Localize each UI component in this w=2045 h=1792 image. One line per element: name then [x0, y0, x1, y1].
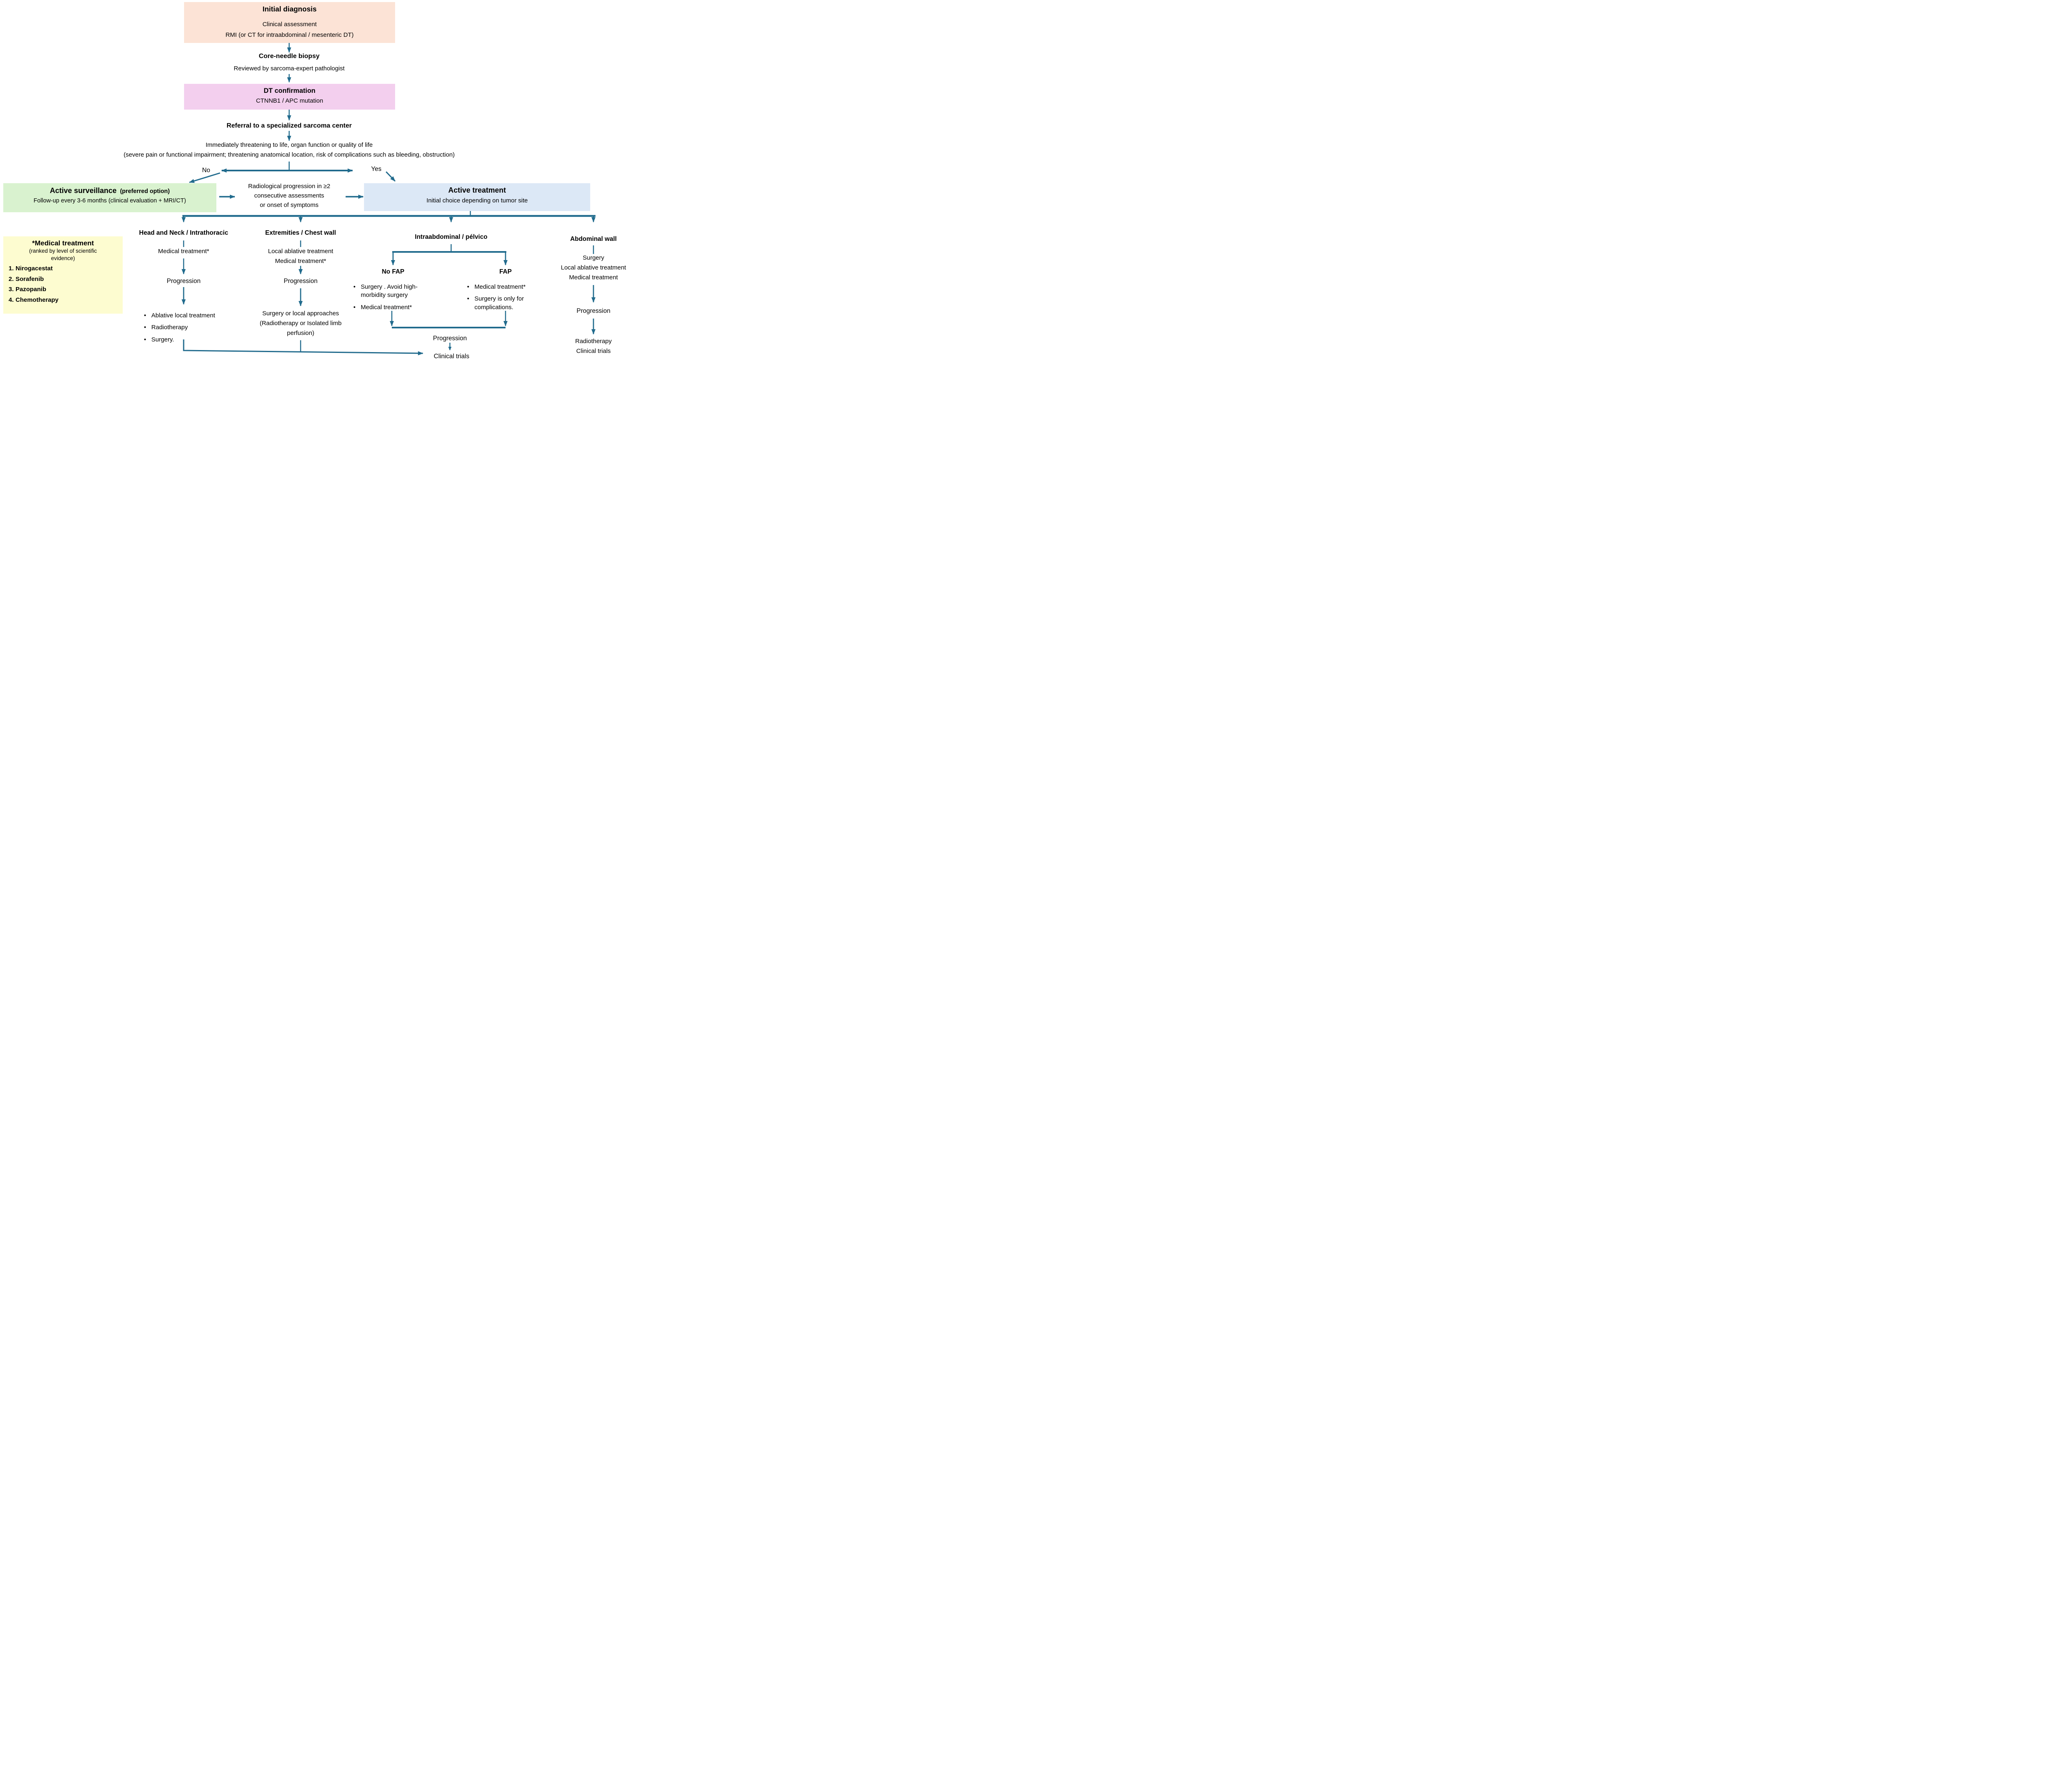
- question-line2: (severe pain or functional impairment; t…: [124, 151, 455, 158]
- core-needle-biopsy-subtitle: Reviewed by sarcoma-expert pathologist: [234, 65, 345, 72]
- desmoid-tumor-flowchart: Initial diagnosis Clinical assessment RM…: [0, 0, 632, 362]
- item-1-label: Nirogacestat: [16, 265, 53, 272]
- col-extremities-outcome-line3: perfusion): [287, 330, 315, 337]
- no-fap-bullets: Surgery . Avoid high-morbidity surgery M…: [353, 283, 426, 315]
- progression-check-line3: or onset of symptoms: [260, 202, 319, 209]
- col-abdominal-wall-step-2: Local ablative treatment: [561, 264, 626, 271]
- item-2-label: Sorafenib: [16, 275, 44, 283]
- core-needle-biopsy-title: Core-needle biopsy: [258, 53, 320, 60]
- col-extremities-outcome-line2: (Radiotherapy or Isolated limb: [259, 320, 342, 327]
- bullet-item: Surgery . Avoid high-morbidity surgery: [353, 283, 426, 300]
- bullet-item: Surgery is only for complications.: [466, 295, 539, 312]
- col-extremities-step1-line1: Local ablative treatment: [268, 248, 333, 255]
- active-surveillance-box: Active surveillance (preferred option) F…: [3, 183, 216, 212]
- col-abdominal-wall-outcome-line2: Clinical trials: [576, 348, 611, 355]
- col-extremities-step1-line2: Medical treatment*: [275, 258, 326, 265]
- branch-yes-label: Yes: [371, 166, 382, 173]
- progression-check-line1: Radiological progression in ≥2: [248, 183, 330, 190]
- col-head-neck-header: Head and Neck / Intrathoracic: [139, 229, 228, 236]
- dt-confirmation-box: DT confirmation CTNNB1 / APC mutation: [184, 84, 395, 110]
- medical-treatment-item-4: 4. Chemotherapy: [3, 296, 123, 304]
- question-line1: Immediately threatening to life, organ f…: [205, 141, 373, 148]
- initial-diagnosis-box: Initial diagnosis Clinical assessment RM…: [184, 2, 395, 43]
- bullet-item: Ablative local treatment: [143, 312, 241, 320]
- active-treatment-subtitle: Initial choice depending on tumor site: [426, 197, 528, 204]
- col-intraabdominal-progression: Progression: [433, 335, 467, 342]
- col-abdominal-wall-step-3: Medical treatment: [569, 274, 618, 281]
- active-surveillance-title: Active surveillance: [49, 186, 117, 195]
- no-fap-label: No FAP: [382, 268, 405, 275]
- medical-treatment-note-box: *Medical treatment (ranked by level of s…: [3, 236, 123, 314]
- initial-diagnosis-line2: RMI (or CT for intraabdominal / mesenter…: [225, 31, 354, 38]
- col-intraabdominal-header: Intraabdominal / pélvico: [415, 234, 488, 240]
- col-abdominal-wall-step-1: Surgery: [582, 254, 605, 261]
- bullet-item: Medical treatment*: [353, 303, 426, 312]
- medical-treatment-note-subtitle-line2: evidence): [51, 255, 75, 262]
- initial-diagnosis-line1: Clinical assessment: [262, 21, 317, 28]
- col-head-neck-bullets: Ablative local treatment Radiotherapy Su…: [143, 312, 241, 348]
- col-extremities-progression: Progression: [283, 278, 318, 285]
- item-3-label: Pazopanib: [16, 286, 47, 293]
- active-treatment-title: Active treatment: [448, 186, 506, 194]
- col-head-neck-progression: Progression: [166, 278, 201, 285]
- col-extremities-outcome-line1: Surgery or local approaches: [262, 310, 339, 317]
- active-surveillance-subtitle: Follow-up every 3-6 months (clinical eva…: [34, 198, 186, 204]
- medical-treatment-item-1: 1. Nirogacestat: [3, 265, 123, 272]
- fap-bullets: Medical treatment* Surgery is only for c…: [466, 283, 539, 315]
- item-4-number: 4.: [9, 296, 14, 303]
- bullet-item: Medical treatment*: [466, 283, 539, 292]
- dt-confirmation-title: DT confirmation: [263, 87, 316, 94]
- medical-treatment-note-subtitle-line1: (ranked by level of scientific: [29, 248, 97, 254]
- initial-diagnosis-title: Initial diagnosis: [262, 5, 317, 13]
- item-1-number: 1.: [9, 265, 14, 272]
- medical-treatment-item-2: 2. Sorafenib: [3, 276, 123, 283]
- col-head-neck-step1: Medical treatment*: [158, 248, 209, 255]
- active-surveillance-title-suffix: (preferred option): [120, 188, 170, 195]
- medical-treatment-note-title: *Medical treatment: [32, 239, 94, 247]
- col-abdominal-wall-outcome-line1: Radiotherapy: [575, 338, 612, 345]
- active-treatment-box: Active treatment Initial choice dependin…: [364, 183, 590, 211]
- referral-label: Referral to a specialized sarcoma center: [227, 122, 352, 129]
- branch-no-label: No: [202, 167, 210, 174]
- bullet-item: Surgery.: [143, 336, 241, 344]
- col-abdominal-wall-progression: Progression: [576, 308, 611, 314]
- progression-check-line2: consecutive assessments: [254, 192, 324, 199]
- bullet-item: Radiotherapy: [143, 323, 241, 332]
- dt-confirmation-subtitle: CTNNB1 / APC mutation: [256, 97, 324, 104]
- item-2-number: 2.: [9, 275, 14, 283]
- medical-treatment-item-3: 3. Pazopanib: [3, 286, 123, 293]
- item-4-label: Chemotherapy: [16, 296, 59, 303]
- item-3-number: 3.: [9, 286, 14, 293]
- col-abdominal-wall-header: Abdominal wall: [570, 236, 617, 243]
- fap-label: FAP: [499, 268, 512, 275]
- clinical-trials-label: Clinical trials: [434, 353, 470, 360]
- col-extremities-header: Extremities / Chest wall: [265, 229, 336, 236]
